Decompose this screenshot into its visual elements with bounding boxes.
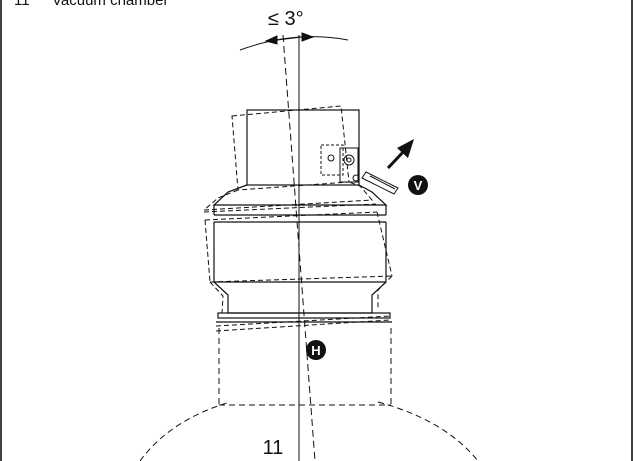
badge-v-label: V — [414, 178, 423, 193]
tilt-angle-indicator — [239, 32, 349, 51]
tilted-axis — [282, 34, 316, 461]
caption-number: 11 — [14, 0, 30, 9]
venting-arrow — [386, 139, 414, 170]
badge-h: H — [306, 340, 326, 360]
part-number-label: 11 — [263, 437, 284, 459]
badge-v: V — [408, 175, 428, 195]
badge-h-label: H — [311, 343, 320, 358]
caption-title: Vacuum chamber — [52, 0, 168, 9]
tilt-angle-label: ≤ 3° — [268, 8, 304, 30]
chamber-upright — [212, 109, 392, 323]
chamber-top-box — [246, 109, 360, 186]
lower-section — [139, 328, 479, 461]
chamber-tilted — [202, 105, 393, 332]
valve-assembly — [320, 144, 399, 195]
